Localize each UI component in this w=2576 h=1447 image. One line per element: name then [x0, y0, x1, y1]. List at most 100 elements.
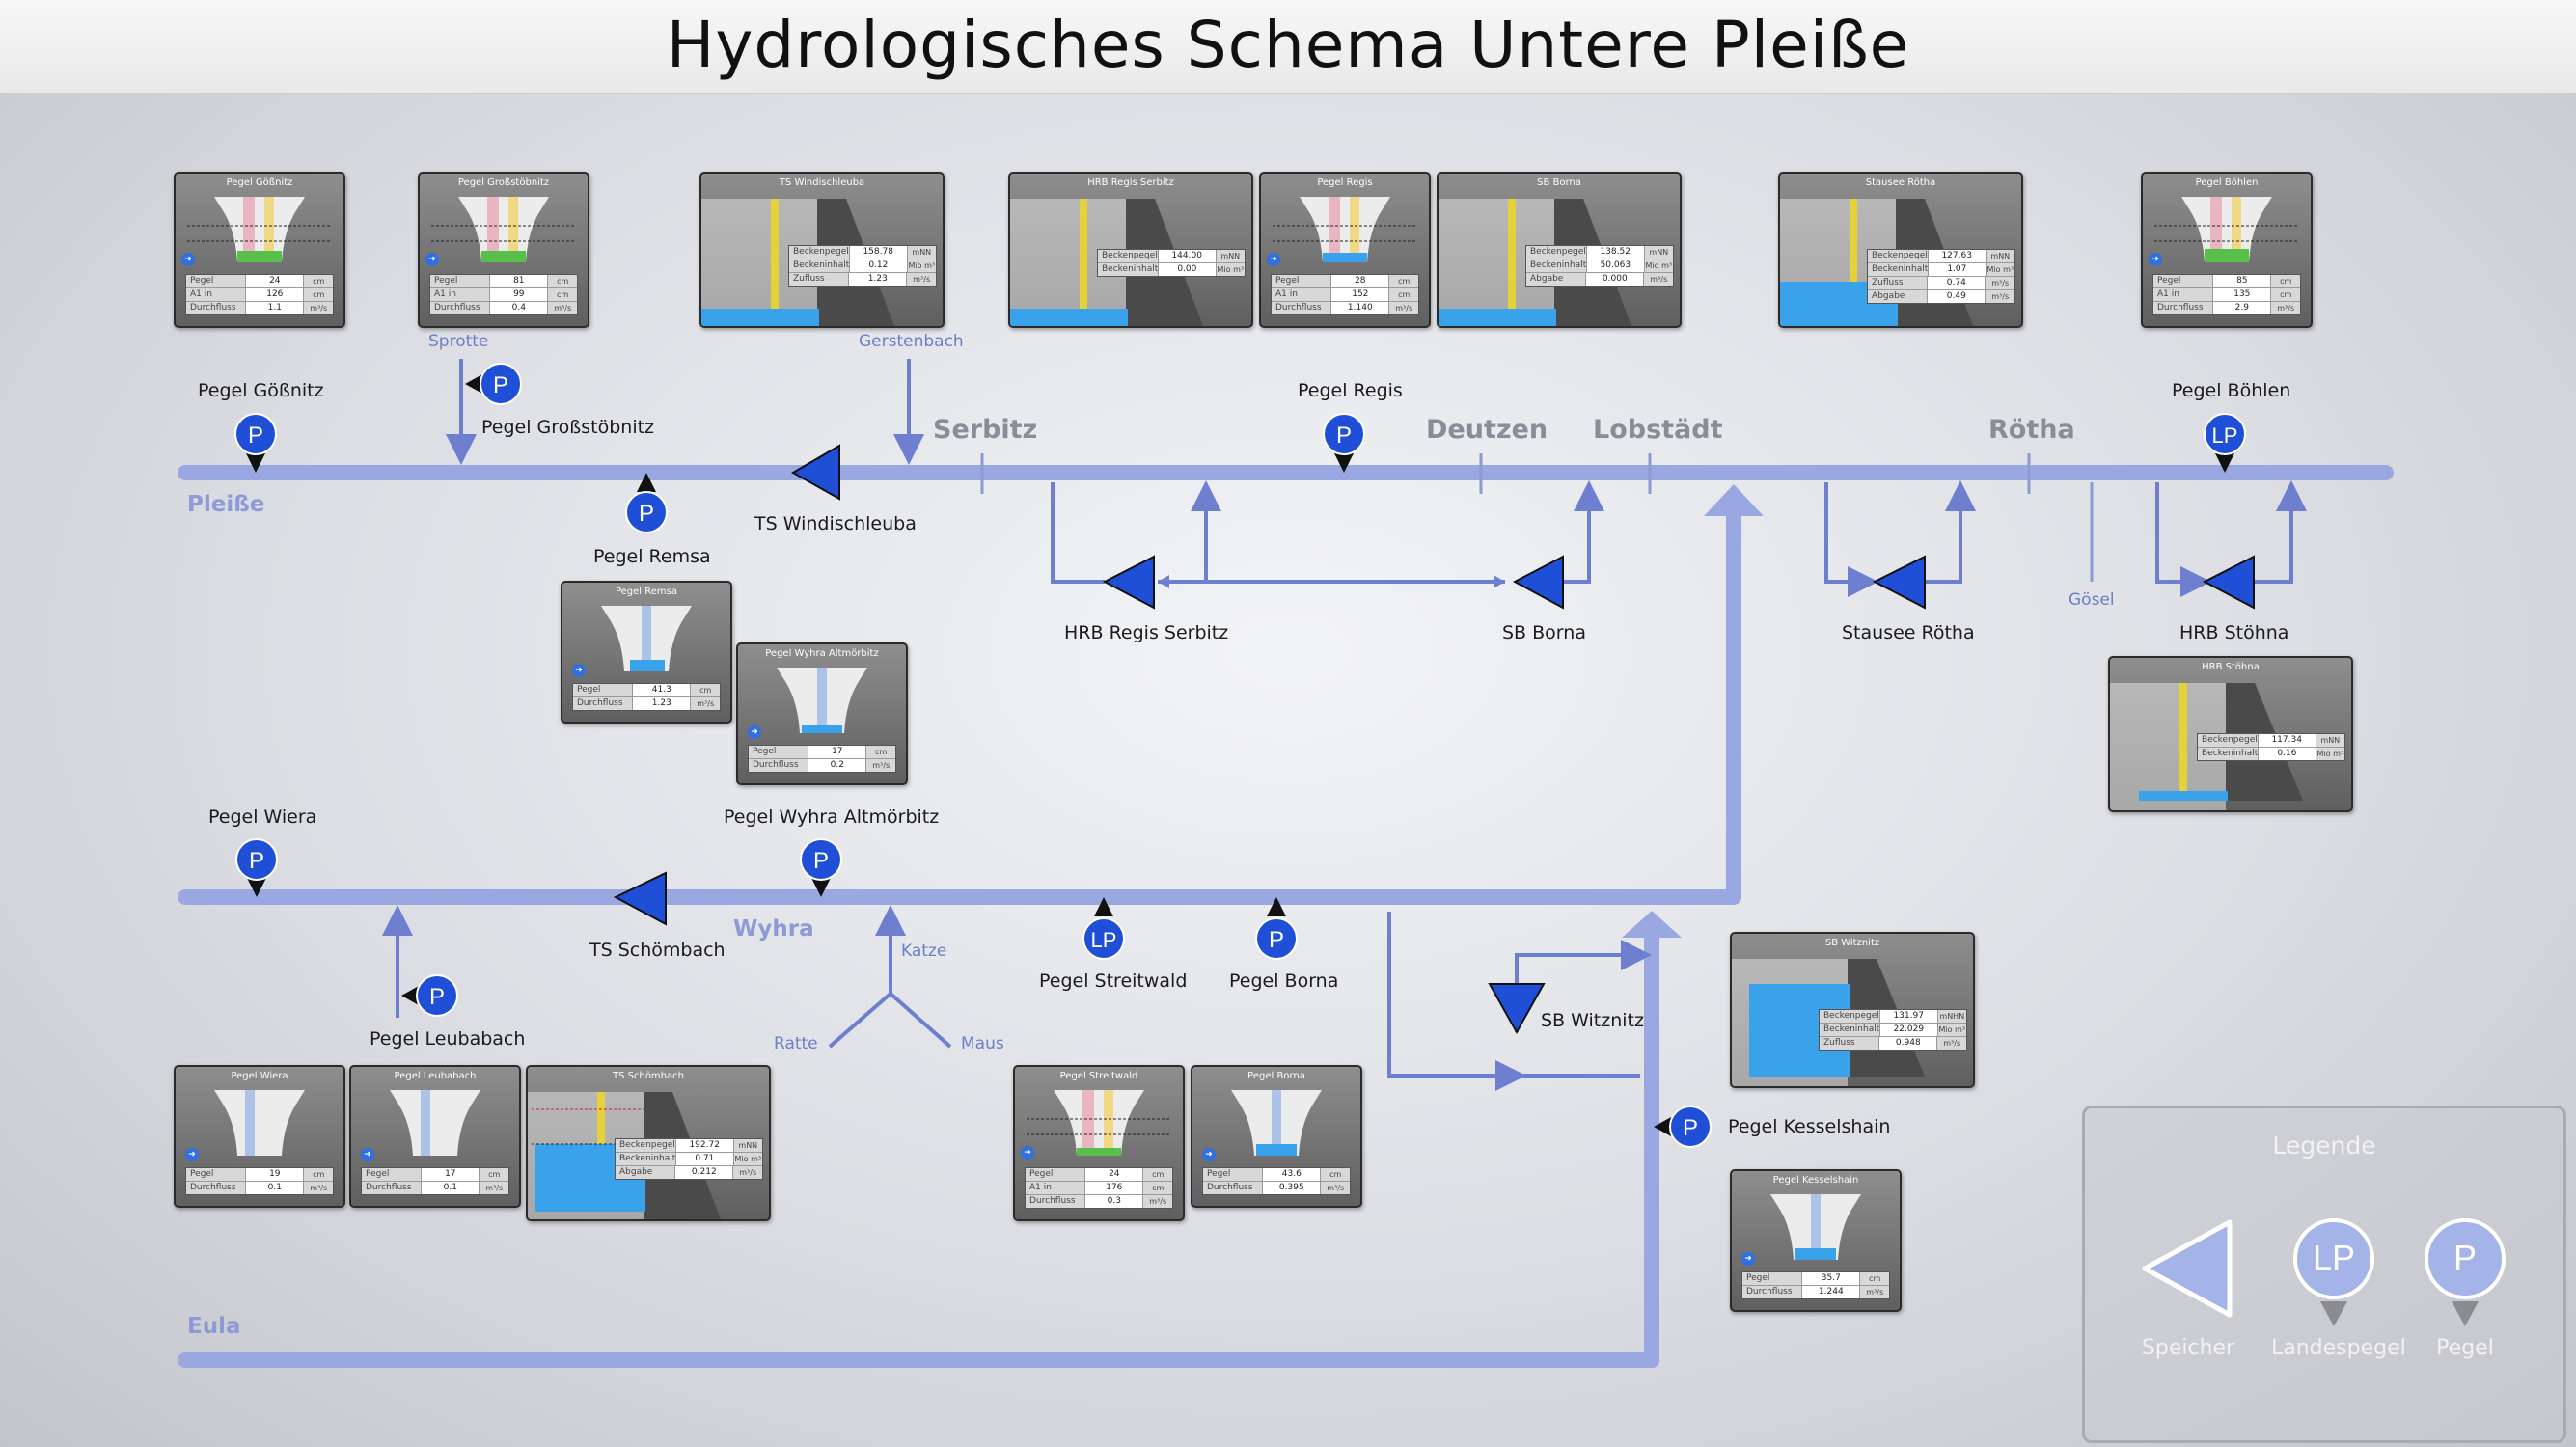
- gauge-profile-icon: [1273, 197, 1415, 262]
- legend-label-landespegel: Landespegel: [2271, 1336, 2406, 1360]
- svg-text:P: P: [429, 984, 445, 1010]
- marker-grossstoebnitz-icon: P: [465, 363, 522, 405]
- gauge-profile-icon: [1770, 1194, 1861, 1260]
- station-label-stausee-roetha[interactable]: Stausee Rötha: [1842, 622, 1975, 643]
- hrb-stoehna-out: [2254, 480, 2307, 584]
- marker-boehlen-icon: LP: [2204, 413, 2246, 473]
- station-label-boehlen[interactable]: Pegel Böhlen: [2172, 380, 2291, 401]
- page-title: Hydrologisches Schema Untere Pleiße: [666, 8, 1910, 82]
- marker-group: P P P P LP P P P LP P P: [234, 363, 2246, 1148]
- marker-borna-icon: P: [1255, 897, 1298, 960]
- gauge-profile-icon: [214, 1090, 305, 1156]
- gauge-profile-icon: [2154, 197, 2297, 262]
- marker-wiera-icon: P: [235, 838, 278, 897]
- station-label-ts-schoembach[interactable]: TS Schömbach: [589, 940, 726, 961]
- station-label-remsa[interactable]: Pegel Remsa: [593, 546, 711, 567]
- marker-kesselshain-icon: P: [1654, 1106, 1712, 1148]
- marker-regis-icon: P: [1323, 413, 1365, 473]
- stausee-roetha-out: [1925, 480, 1976, 584]
- station-label-sb-witznitz[interactable]: SB Witznitz: [1541, 1010, 1644, 1031]
- svg-text:P: P: [813, 848, 829, 874]
- station-label-borna[interactable]: Pegel Borna: [1229, 970, 1339, 992]
- station-label-kesselshain[interactable]: Pegel Kesselshain: [1728, 1116, 1891, 1137]
- stausee-roetha-in: [1824, 482, 1878, 597]
- hrb-regis-return: [1158, 480, 1221, 584]
- arrow-right-icon: ➜: [572, 664, 586, 677]
- station-label-sb-borna[interactable]: SB Borna: [1502, 622, 1586, 643]
- svg-text:P: P: [249, 848, 264, 874]
- legend-label-pegel: Pegel: [2436, 1336, 2494, 1360]
- wyhra-inflow-arrowhead: [1704, 484, 1764, 516]
- station-label-streitwald[interactable]: Pegel Streitwald: [1039, 970, 1188, 992]
- ts-schoembach-symbol: [613, 871, 667, 926]
- gauge-profile-icon: [1027, 1090, 1169, 1156]
- arrow-right-icon: ➜: [748, 725, 761, 739]
- legend-p-glyph: P: [2453, 1238, 2477, 1277]
- river-label-eula: Eula: [187, 1314, 241, 1339]
- place-deutzen: Deutzen: [1426, 415, 1548, 445]
- river-label-katze: Katze: [901, 942, 947, 961]
- station-label-wyhra-alt[interactable]: Pegel Wyhra Altmörbitz: [724, 806, 940, 828]
- legend-title: Legende: [2272, 1132, 2376, 1160]
- svg-text:P: P: [493, 372, 508, 398]
- marker-goessnitz-icon: P: [234, 413, 277, 473]
- river-label-goesel: Gösel: [2069, 590, 2115, 610]
- arrow-right-icon: ➜: [1267, 253, 1280, 266]
- station-label-grossstoebnitz[interactable]: Pegel Großstöbnitz: [481, 417, 655, 438]
- station-label-wiera[interactable]: Pegel Wiera: [208, 806, 317, 828]
- arrow-right-icon: ➜: [1202, 1148, 1216, 1161]
- sb-witznitz-symbol: [1488, 983, 1546, 1035]
- hrb-stoehna-in: [2155, 482, 2211, 597]
- sb-borna-return: [1563, 480, 1604, 584]
- pegel-legend-icon: [2425, 1218, 2506, 1326]
- marker-leubabach-icon: P: [401, 974, 458, 1017]
- station-label-regis[interactable]: Pegel Regis: [1298, 380, 1403, 401]
- svg-text:P: P: [639, 501, 654, 527]
- svg-text:P: P: [248, 423, 263, 449]
- landespegel-legend-icon: [2293, 1218, 2374, 1326]
- river-label-sprotte: Sprotte: [428, 332, 489, 351]
- arrow-right-icon: ➜: [2149, 253, 2162, 266]
- ts-windischleuba-symbol: [790, 444, 840, 501]
- arrow-right-icon: ➜: [361, 1148, 374, 1161]
- svg-text:P: P: [1269, 927, 1284, 953]
- station-label-goessnitz[interactable]: Pegel Gößnitz: [198, 380, 324, 401]
- marker-streitwald-icon: LP: [1082, 897, 1125, 960]
- ratte-stream: [828, 992, 892, 1049]
- svg-text:LP: LP: [1091, 928, 1117, 952]
- svg-text:LP: LP: [2212, 423, 2238, 448]
- station-label-leubabach[interactable]: Pegel Leubabach: [370, 1028, 526, 1050]
- station-label-windischleuba[interactable]: TS Windischleuba: [754, 513, 917, 534]
- river-label-pleisse: Pleiße: [187, 492, 265, 517]
- station-label-hrb-regis[interactable]: HRB Regis Serbitz: [1064, 622, 1229, 643]
- legend-lp-glyph: LP: [2312, 1238, 2356, 1277]
- arrow-right-icon: ➜: [1741, 1252, 1755, 1266]
- arrow-right-icon: ➜: [185, 1148, 199, 1161]
- legend-box: Legende LP P Speicher Landespegel Pegel: [2082, 1106, 2566, 1443]
- svg-text:P: P: [1683, 1115, 1698, 1141]
- hrb-regis-symbol: [1102, 555, 1155, 610]
- marker-wyhra-alt-icon: P: [800, 838, 842, 897]
- station-label-hrb-stoehna[interactable]: HRB Stöhna: [2179, 622, 2289, 643]
- river-label-maus: Maus: [961, 1034, 1004, 1053]
- river-label-wyhra: Wyhra: [733, 916, 814, 942]
